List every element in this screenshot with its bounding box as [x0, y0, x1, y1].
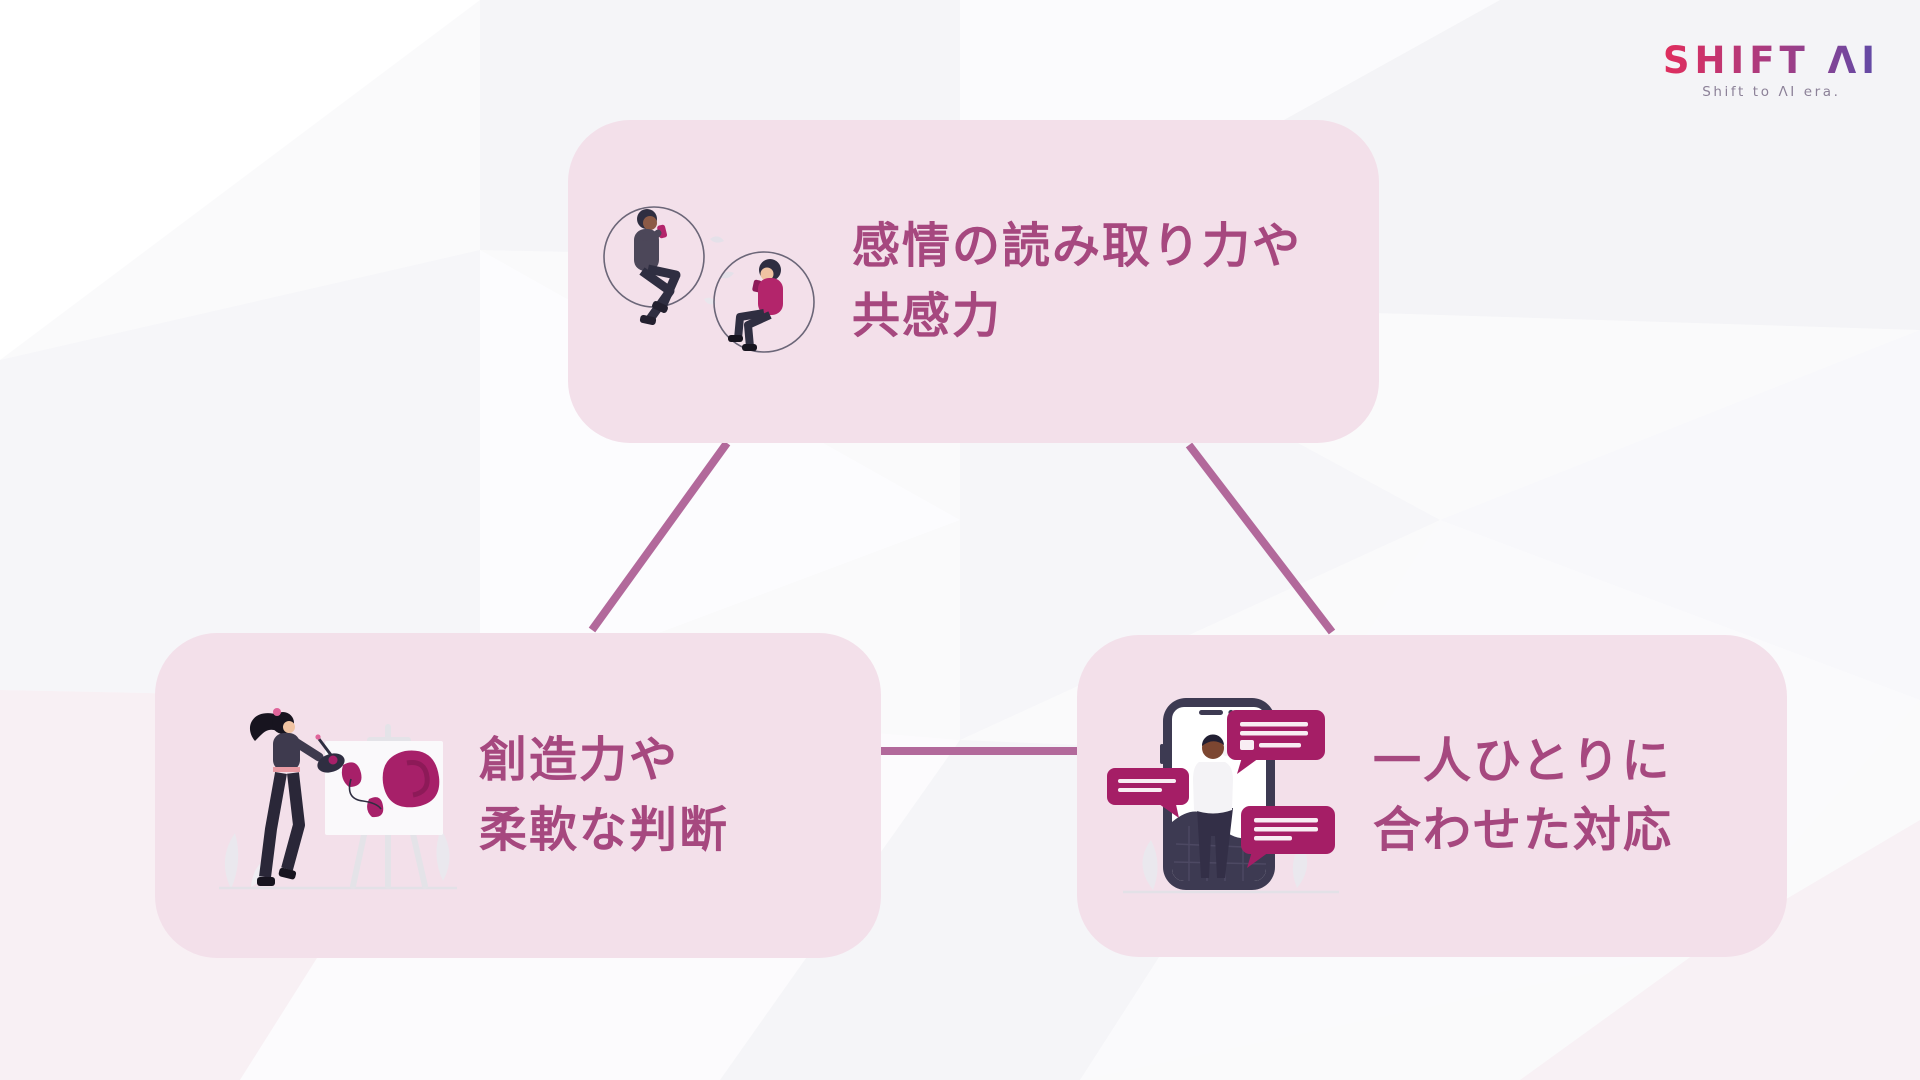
- node-label-empathy: 感情の読み取り力や 共感力: [852, 212, 1302, 350]
- woman-with-phone: [728, 258, 783, 351]
- node-label-creativity-line2: 柔軟な判断: [479, 801, 730, 858]
- node-label-creativity: 創造力や 柔軟な判断: [479, 726, 729, 864]
- man-with-phone: [634, 208, 681, 325]
- node-card-empathy: 感情の読み取り力や 共感力: [568, 120, 1379, 443]
- connector-top-to-right: [1185, 442, 1336, 635]
- shift-ai-logo: SHIFT ΛI Shift to ΛI era.: [1663, 42, 1880, 100]
- node-card-creativity: 創造力や 柔軟な判断: [155, 633, 881, 958]
- smartphone-with-chat-bubbles-icon: [1107, 698, 1339, 894]
- node-label-creativity-line1: 創造力や: [479, 732, 680, 789]
- chat-bubble-top-right: [1227, 710, 1325, 774]
- node-label-personalization-line2: 合わせた対応: [1373, 802, 1674, 858]
- two-people-in-swing-circles-with-phones-icon: [603, 205, 815, 353]
- shift-ai-logo-wordmark: SHIFT ΛI: [1662, 39, 1880, 82]
- chat-bubble-bottom-right: [1241, 806, 1335, 868]
- node-label-empathy-line2: 共感力: [852, 287, 1003, 344]
- node-label-personalization: 一人ひとりに 合わせた対応: [1373, 727, 1673, 865]
- woman-painting-at-easel-icon: [219, 707, 457, 889]
- node-card-personalization: 一人ひとりに 合わせた対応: [1077, 635, 1787, 957]
- connector-top-to-left: [588, 440, 731, 633]
- woman-painter: [249, 707, 345, 886]
- node-label-empathy-line1: 感情の読み取り力や: [852, 218, 1303, 275]
- node-label-personalization-line1: 一人ひとりに: [1373, 732, 1672, 789]
- shift-ai-logo-tagline: Shift to ΛI era.: [1702, 84, 1841, 100]
- canvas-artwork: [341, 750, 440, 817]
- chat-bubble-left: [1107, 768, 1189, 818]
